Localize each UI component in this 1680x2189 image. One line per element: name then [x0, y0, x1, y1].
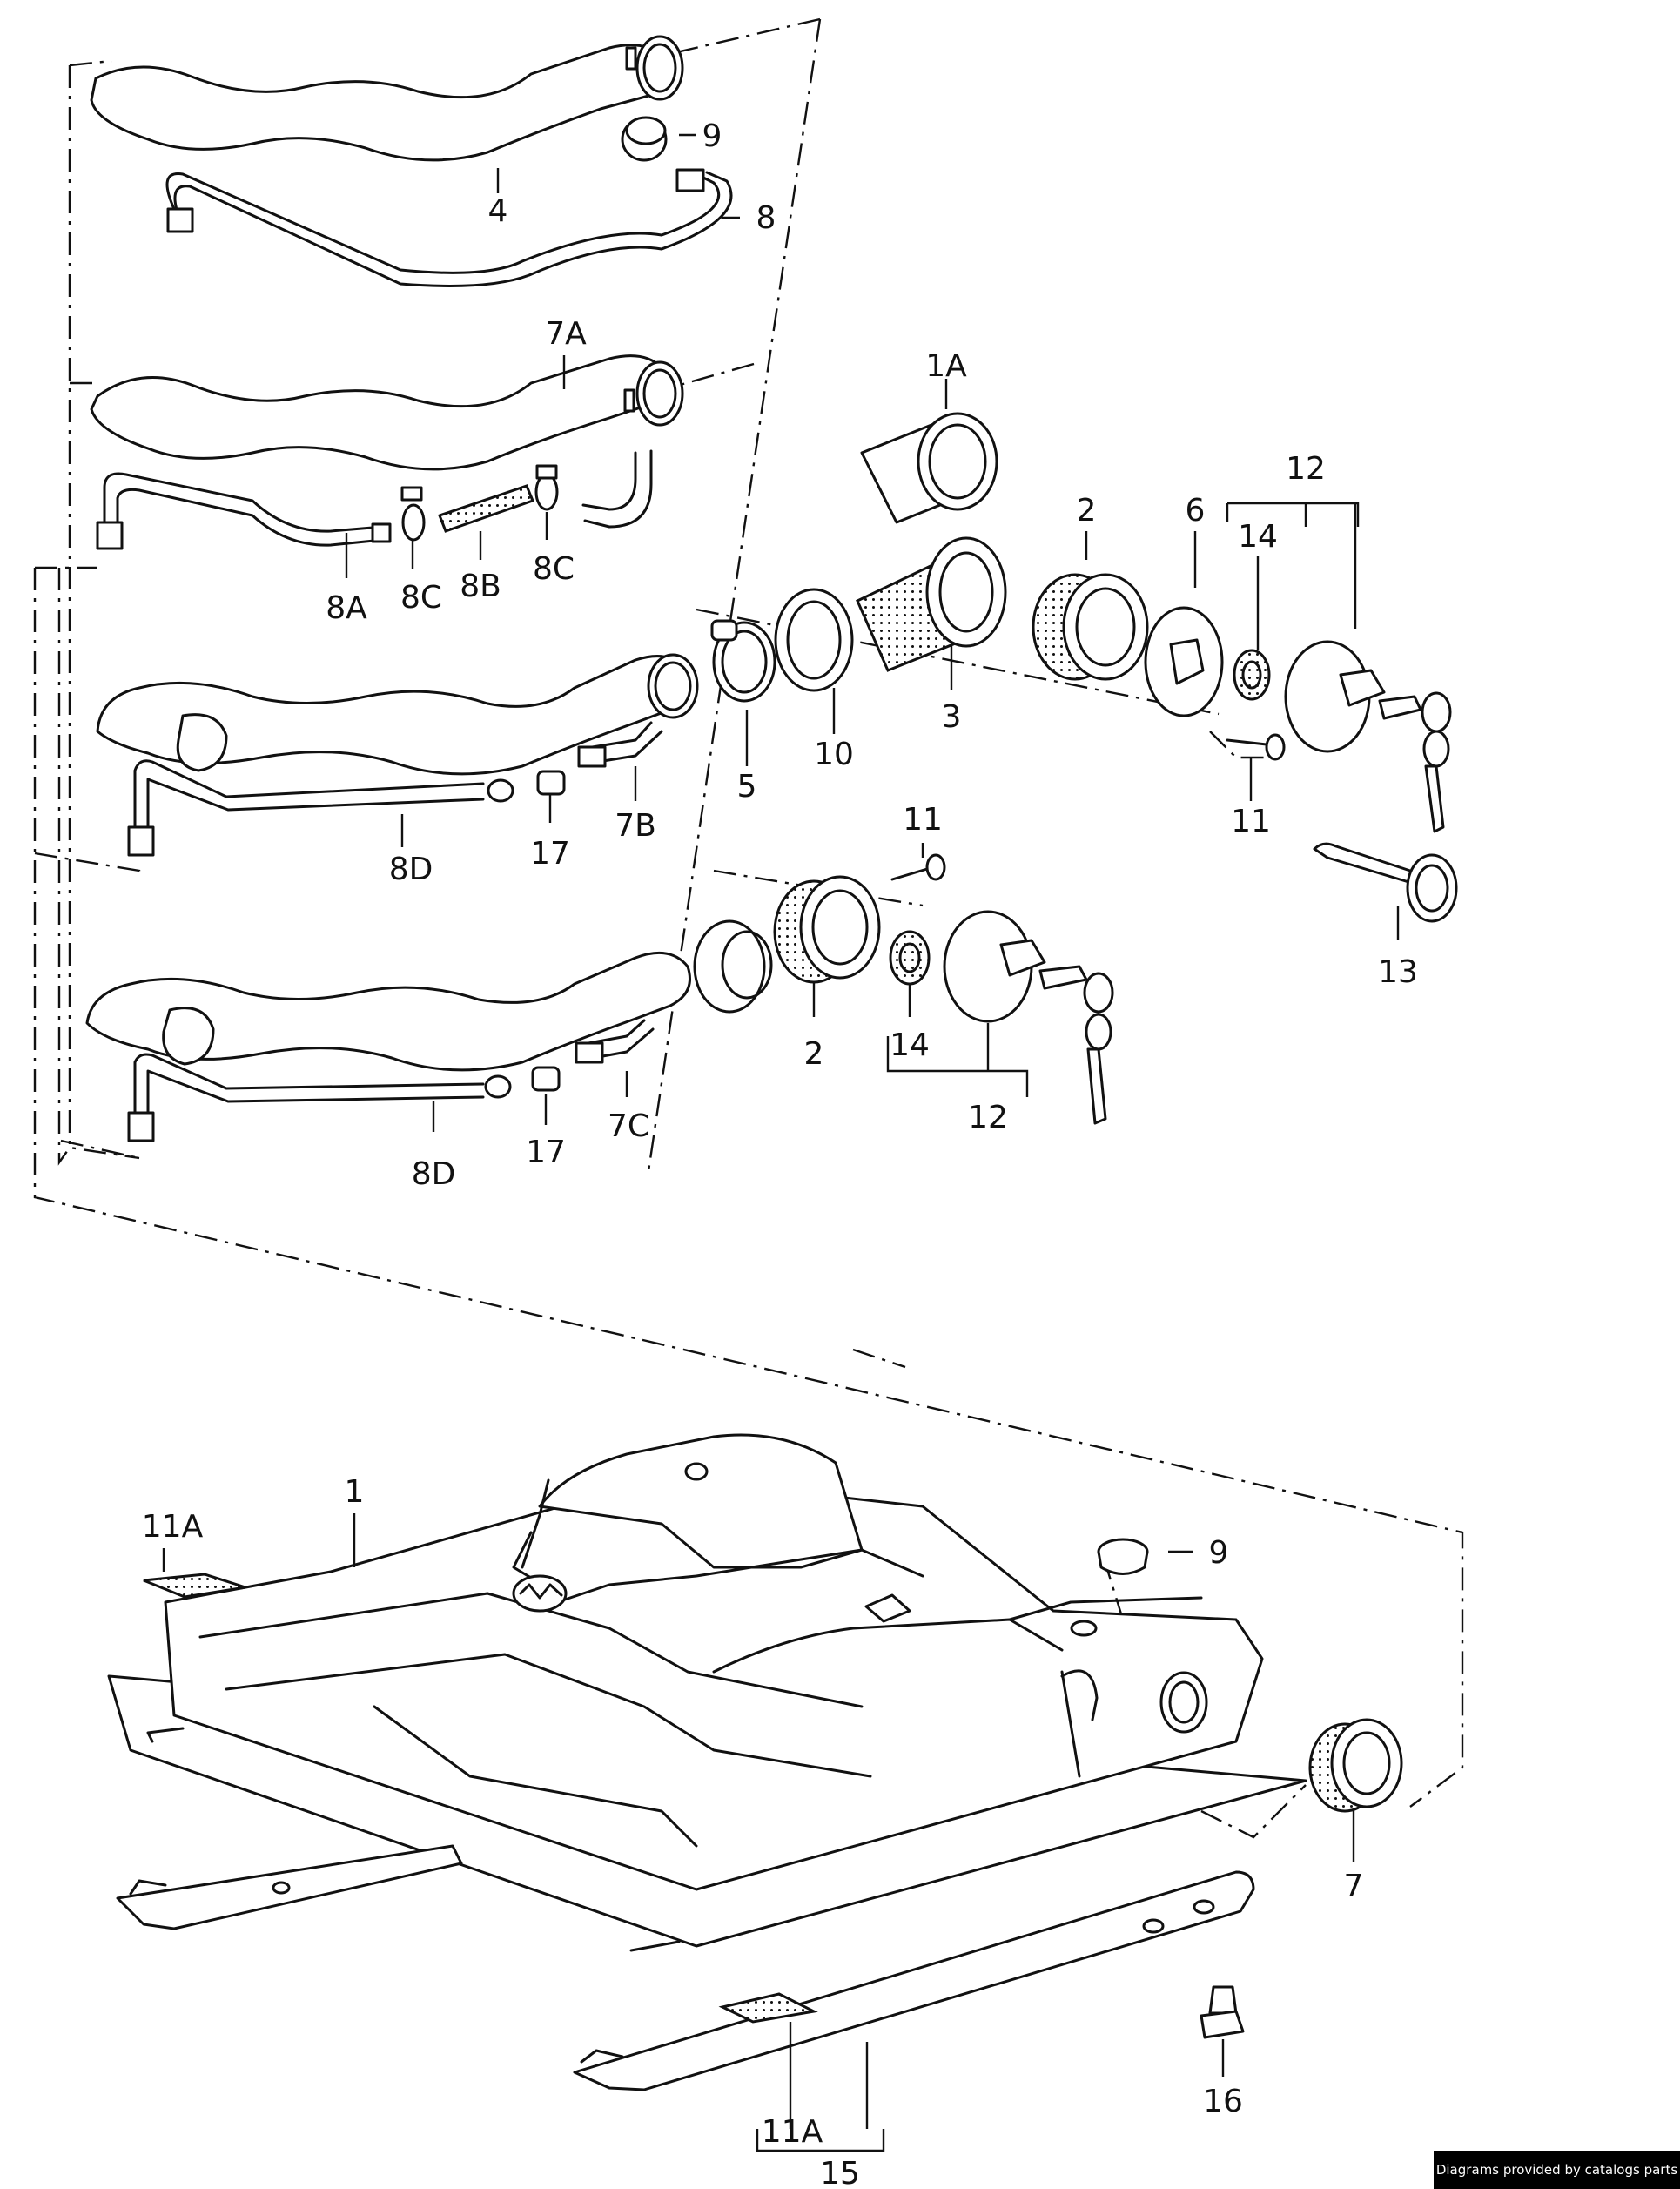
vent-hose-8D-upper: [127, 759, 514, 857]
grommet-9-tank: [1097, 1538, 1149, 1575]
housing-1A: [860, 412, 998, 524]
plate-6: [1144, 606, 1224, 717]
label-9-top: 9: [702, 118, 722, 154]
seal-ring-10: [774, 588, 854, 692]
pipe-7C-vent: [575, 1019, 655, 1064]
label-2-upper: 2: [1077, 493, 1097, 529]
label-8C-left: 8C: [400, 580, 442, 616]
label-14-lower: 14: [890, 1027, 930, 1063]
label-16: 16: [1203, 2084, 1243, 2119]
breather-pipe-8: [165, 168, 733, 287]
label-11-upper: 11: [1231, 804, 1271, 839]
filler-neck-7B: [96, 653, 699, 776]
credit-footer: Diagrams provided by catalogs parts: [1434, 2151, 1680, 2189]
strap-15-front: [116, 1844, 463, 1930]
grommet-9-top: [621, 116, 668, 162]
label-7C: 7C: [608, 1108, 649, 1144]
label-14-upper: 14: [1238, 519, 1278, 555]
filler-neck-rim-2-lower: [773, 875, 881, 984]
filler-neck-7A: [90, 354, 684, 529]
seal-14-lower: [889, 930, 931, 986]
pad-11A-lower: [718, 1992, 818, 2024]
filler-neck-7C: [85, 919, 773, 1072]
hose-clamp-8C-left: [400, 486, 426, 542]
connector-17-lower: [531, 1066, 561, 1092]
label-6: 6: [1186, 493, 1206, 529]
label-2-lower: 2: [804, 1036, 824, 1072]
leader-lines: [162, 133, 1400, 2152]
part-number-labels: 4 9 8 7A 8A 8C 8B 8C 1A 2 6 12 14 5 10 3…: [142, 118, 1418, 2189]
hose-8B: [438, 484, 534, 533]
label-11A-upper: 11A: [142, 1509, 204, 1545]
label-15: 15: [820, 2156, 860, 2189]
filler-neck-rim-2-upper: [1032, 573, 1149, 681]
filler-neck-4: [90, 35, 684, 162]
label-11-lower: 11: [903, 802, 943, 838]
filler-grommet-7: [1308, 1718, 1403, 1813]
label-13: 13: [1378, 954, 1418, 990]
label-5: 5: [737, 769, 757, 805]
vent-hose-8D-lower: [127, 1053, 512, 1142]
label-8A: 8A: [326, 590, 367, 626]
label-17-lower: 17: [526, 1135, 566, 1170]
label-8D-upper: 8D: [389, 852, 433, 887]
label-7: 7: [1344, 1869, 1364, 1904]
label-11A-lower: 11A: [762, 2114, 823, 2150]
label-4: 4: [488, 193, 508, 229]
label-9-tank: 9: [1209, 1535, 1229, 1571]
label-8C-right: 8C: [533, 551, 575, 587]
screw-11-upper: [1226, 733, 1286, 761]
label-12-lower: 12: [968, 1100, 1008, 1135]
label-7A: 7A: [545, 316, 587, 352]
locking-cap-12-lower: [943, 910, 1114, 1125]
label-8D-lower: 8D: [412, 1156, 456, 1192]
label-17-upper: 17: [530, 836, 570, 872]
pipe-7B-vent: [577, 721, 663, 768]
screw-11-lower: [890, 853, 946, 881]
key-13: [1313, 842, 1458, 923]
label-8B: 8B: [460, 569, 501, 604]
label-10: 10: [814, 737, 854, 772]
filler-housing-3: [856, 536, 1007, 672]
connector-17-upper: [536, 770, 566, 796]
label-1: 1: [345, 1474, 365, 1510]
vent-hose-8A: [96, 472, 392, 550]
bolt-16: [1200, 1985, 1245, 2039]
strap-15-rear: [573, 1870, 1255, 2091]
label-1A: 1A: [925, 348, 967, 384]
label-8: 8: [756, 200, 776, 236]
label-7B: 7B: [615, 808, 656, 844]
seal-14-upper: [1233, 649, 1271, 701]
locking-cap-12-upper: [1284, 640, 1452, 833]
hose-clamp-8C-right: [534, 464, 559, 511]
clamp-5: [710, 619, 776, 703]
fuel-tank-1: [107, 1433, 1307, 1952]
label-12-upper: 12: [1286, 451, 1326, 487]
pad-11A-upper: [143, 1573, 246, 1599]
label-3: 3: [942, 699, 962, 735]
